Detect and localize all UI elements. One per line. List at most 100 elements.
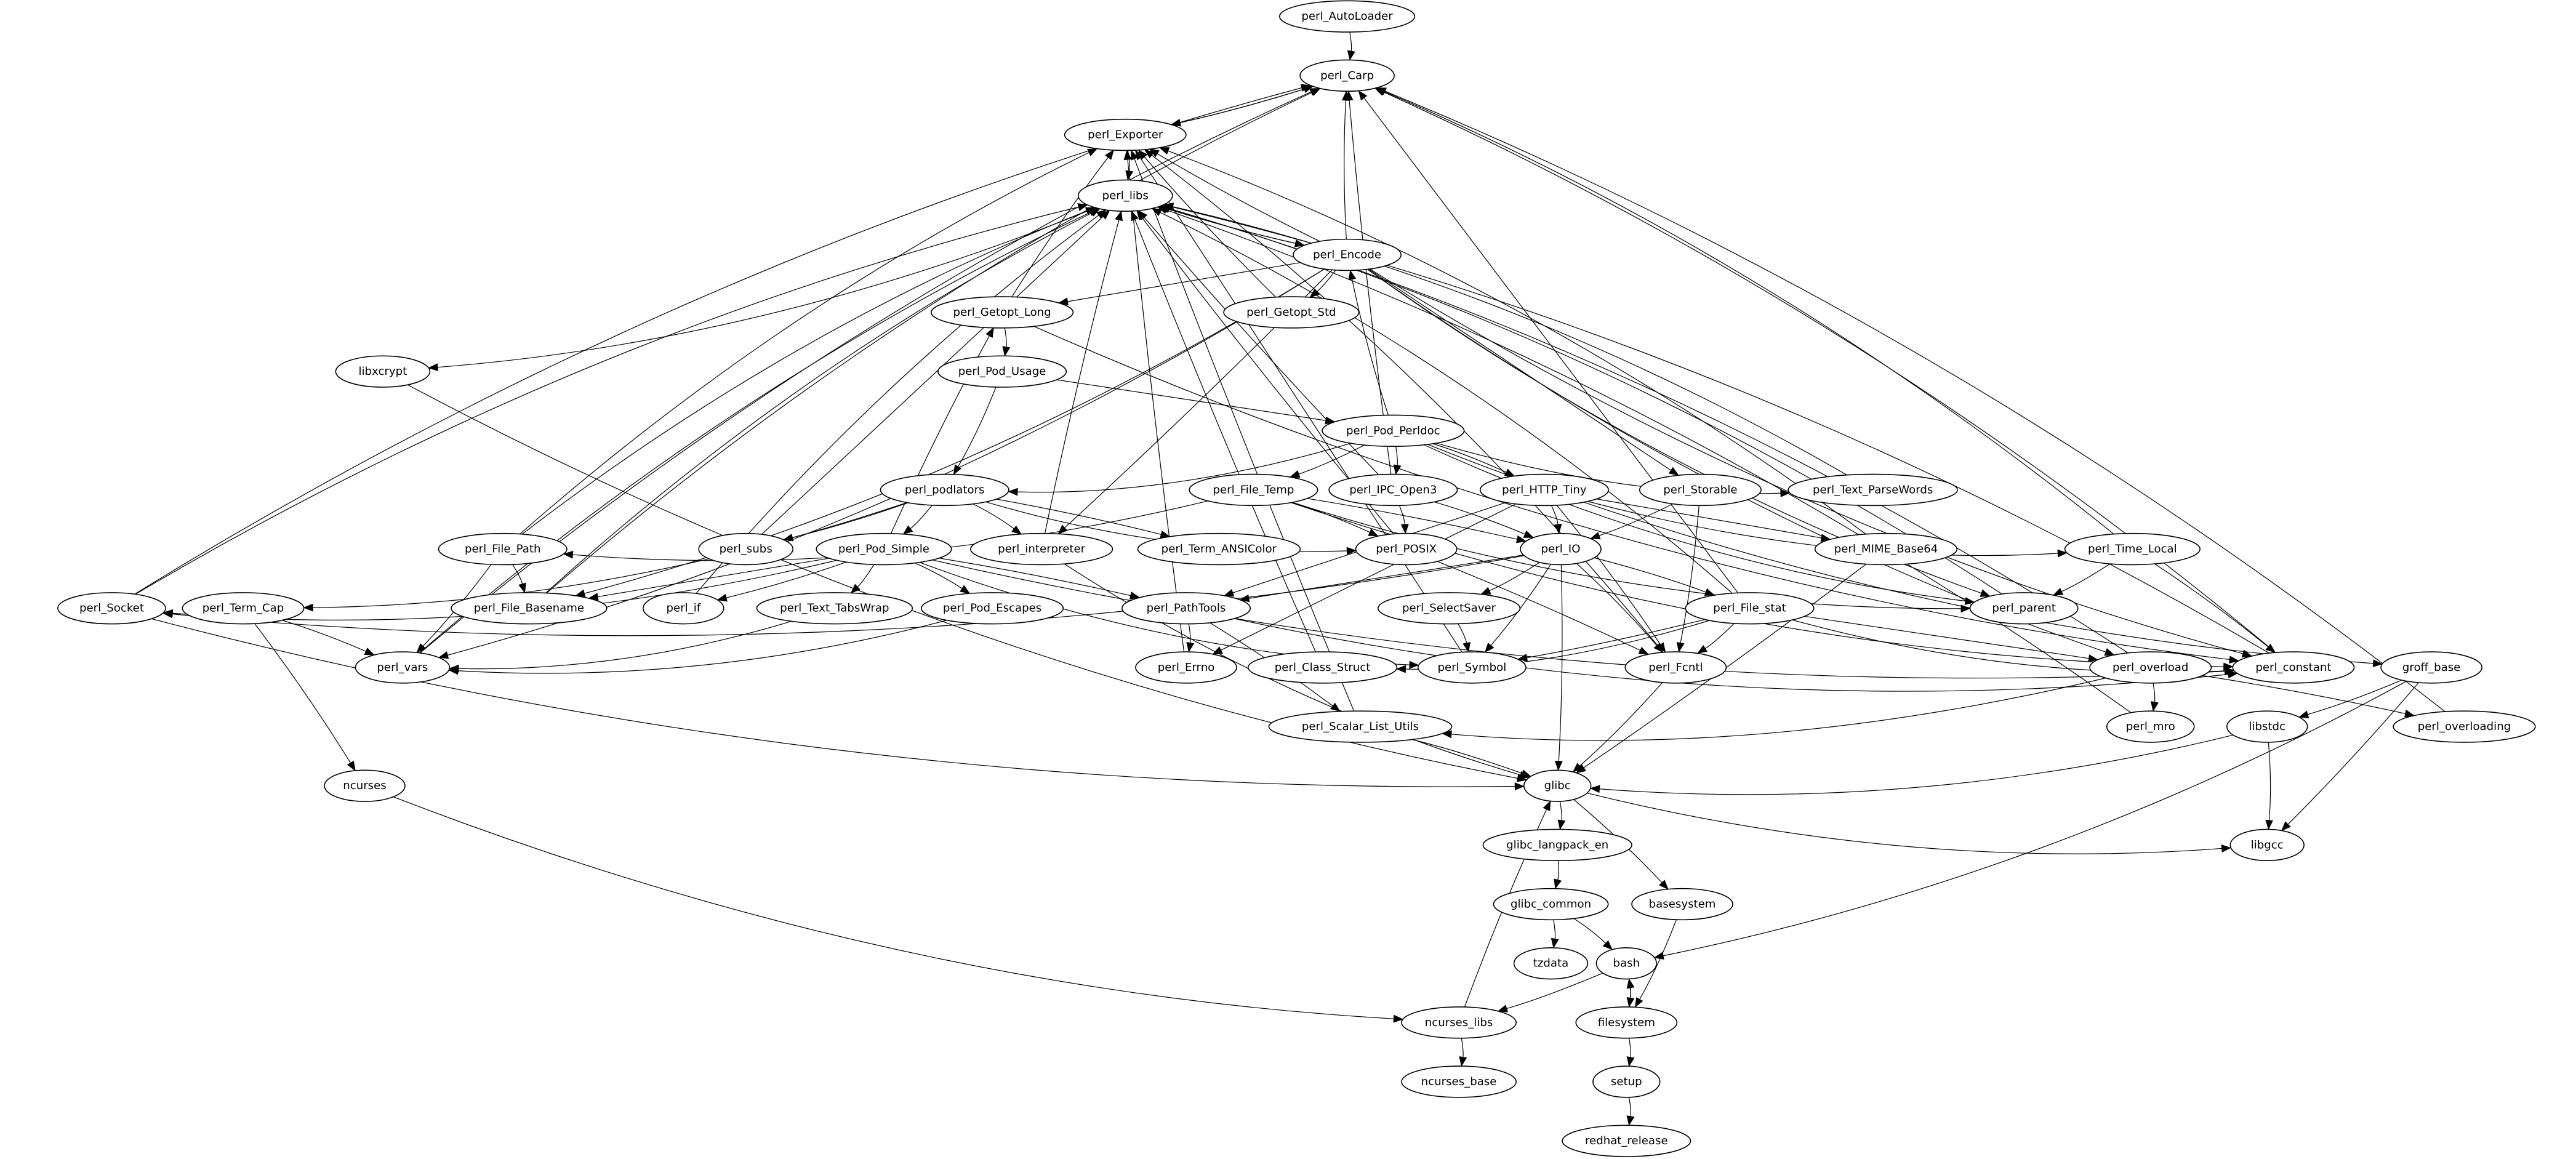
node-label: perl_Encode (1313, 248, 1381, 261)
edge-bash-to-ncurses_libs (1497, 973, 1603, 1013)
node-perl-pathtools[interactable]: perl_PathTools (1121, 592, 1251, 625)
node-ncurses[interactable]: ncurses (324, 769, 406, 802)
edge-perl_IO-to-glibc (1554, 564, 1563, 771)
node-perl-time-local[interactable]: perl_Time_Local (2064, 532, 2201, 566)
arrowhead-icon (1572, 763, 1583, 772)
edge-line (1168, 150, 1866, 535)
node-label: setup (1611, 1075, 1642, 1088)
node-shape (2229, 828, 2305, 862)
node-perl-http-tiny[interactable]: perl_HTTP_Tiny (1479, 473, 1609, 507)
node-perl-autoloader[interactable]: perl_AutoLoader (1279, 0, 1416, 33)
node-perl-pod-usage[interactable]: perl_Pod_Usage (937, 355, 1067, 388)
node-perl-parent[interactable]: perl_parent (1969, 592, 2079, 625)
node-perl-file-path[interactable]: perl_File_Path (438, 532, 568, 566)
node-ncurses-base[interactable]: ncurses_base (1401, 1065, 1517, 1098)
node-perl-exporter[interactable]: perl_Exporter (1064, 118, 1187, 151)
arrowhead-icon (1409, 660, 1419, 669)
edge-perl_Fcntl-to-perl_Exporter (1144, 149, 1664, 653)
node-perl-pod-escapes[interactable]: perl_Pod_Escapes (920, 592, 1064, 625)
node-glibc-common[interactable]: glibc_common (1493, 888, 1609, 921)
node-shape (1322, 414, 1465, 447)
node-perl-symbol[interactable]: perl_Symbol (1418, 651, 1527, 684)
node-perl-fcntl[interactable]: perl_Fcntl (1624, 651, 1727, 684)
edge-line (1171, 89, 1305, 126)
arrowhead-icon (1626, 978, 1635, 989)
node-shape (970, 532, 1113, 566)
edge-line (1579, 682, 1663, 766)
node-perl-socket[interactable]: perl_Socket (57, 592, 166, 625)
node-libxcrypt[interactable]: libxcrypt (335, 355, 431, 388)
node-redhat-release[interactable]: redhat_release (1562, 1125, 1691, 1157)
edge-perl_MIME_Base64-to-perl_Exporter (1159, 147, 1866, 535)
node-glibc[interactable]: glibc (1523, 769, 1592, 802)
node-perl-if[interactable]: perl_if (643, 592, 724, 625)
node-perl-getopt-long[interactable]: perl_Getopt_Long (930, 296, 1074, 329)
node-shape (1401, 1006, 1517, 1039)
arrowhead-icon (1100, 209, 1110, 220)
node-filesystem[interactable]: filesystem (1575, 1006, 1678, 1039)
node-ncurses-libs[interactable]: ncurses_libs (1401, 1006, 1517, 1039)
edge-line (1134, 158, 1355, 712)
node-groff-base[interactable]: groff_base (2380, 651, 2483, 684)
node-perl-class-struct[interactable]: perl_Class_Struct (1247, 651, 1398, 684)
node-perl-constant[interactable]: perl_constant (2232, 651, 2355, 684)
edge-line (520, 152, 1089, 534)
node-perl-file-temp[interactable]: perl_File_Temp (1189, 473, 1318, 507)
node-perl-interpreter[interactable]: perl_interpreter (970, 532, 1113, 566)
node-perl-scalar-list-utils[interactable]: perl_Scalar_List_Utils (1268, 710, 1453, 743)
node-perl-posix[interactable]: perl_POSIX (1355, 532, 1458, 566)
node-perl-file-basename[interactable]: perl_File_Basename (451, 592, 608, 625)
edge-line (1628, 1097, 1631, 1117)
edge-perl_Fcntl-to-glibc (1572, 682, 1663, 772)
node-perl-errno[interactable]: perl_Errno (1135, 651, 1237, 684)
node-perl-text-parsewords[interactable]: perl_Text_ParseWords (1788, 473, 1958, 507)
node-glibc-langpack-en[interactable]: glibc_langpack_en (1482, 828, 1632, 862)
node-label: ncurses (343, 779, 386, 792)
edge-line (1557, 860, 1559, 880)
arrowhead-icon (1186, 642, 1195, 653)
node-perl-podlators[interactable]: perl_podlators (880, 473, 1009, 507)
node-perl-pod-perldoc[interactable]: perl_Pod_Perldoc (1322, 414, 1465, 447)
arrowhead-icon (1131, 150, 1139, 161)
node-perl-subs[interactable]: perl_subs (698, 532, 794, 566)
node-perl-overloading[interactable]: perl_overloading (2393, 710, 2536, 743)
node-perl-term-cap[interactable]: perl_Term_Cap (182, 592, 305, 625)
node-perl-libs[interactable]: perl_libs (1077, 179, 1173, 212)
arrowhead-icon (1980, 589, 1991, 597)
edge-line (2061, 563, 2111, 592)
arrowhead-icon (1008, 487, 1018, 496)
node-shape (1137, 532, 1301, 566)
edge-perl_Pod_Perldoc-to-perl_IPC_Open3 (1393, 446, 1402, 475)
node-perl-selectsaver[interactable]: perl_SelectSaver (1377, 592, 1521, 625)
node-perl-overload[interactable]: perl_overload (2089, 651, 2212, 684)
node-libstdc[interactable]: libstdc (2226, 710, 2308, 743)
arrowhead-icon (2151, 701, 2159, 712)
edge-perl_Errno-to-perl_Exporter (1123, 150, 1185, 652)
arrowhead-icon (1653, 643, 1663, 653)
edge-line (1599, 734, 2234, 795)
edge-ncurses-to-ncurses_libs (393, 796, 1404, 1023)
node-tzdata[interactable]: tzdata (1513, 947, 1589, 980)
edge-perl_Pod_Perldoc-to-perl_Encode (1348, 270, 1389, 415)
node-perl-vars[interactable]: perl_vars (355, 651, 451, 684)
node-perl-getopt-std[interactable]: perl_Getopt_Std (1223, 296, 1360, 329)
node-perl-pod-simple[interactable]: perl_Pod_Simple (816, 532, 952, 566)
node-setup[interactable]: setup (1592, 1065, 1661, 1098)
node-libgcc[interactable]: libgcc (2229, 828, 2305, 862)
node-perl-text-tabswrap[interactable]: perl_Text_TabsWrap (756, 592, 913, 625)
node-perl-term-ansicolor[interactable]: perl_Term_ANSIColor (1137, 532, 1301, 566)
node-perl-mro[interactable]: perl_mro (2106, 710, 2195, 743)
arrowhead-icon (2224, 667, 2235, 675)
node-basesystem[interactable]: basesystem (1631, 888, 1733, 921)
node-perl-storable[interactable]: perl_Storable (1639, 473, 1762, 507)
node-perl-io[interactable]: perl_IO (1520, 532, 1602, 566)
node-perl-ipc-open3[interactable]: perl_IPC_Open3 (1328, 473, 1458, 507)
edge-perl_Term_Cap-to-ncurses (254, 623, 356, 772)
edge-perl_podlators-to-perl_Pod_Simple (902, 505, 933, 535)
node-perl-mime-base64[interactable]: perl_MIME_Base64 (1814, 532, 1958, 566)
node-bash[interactable]: bash (1595, 947, 1657, 980)
edge-line (2154, 563, 2269, 648)
node-perl-carp[interactable]: perl_Carp (1299, 59, 1395, 92)
node-perl-encode[interactable]: perl_Encode (1293, 238, 1402, 271)
node-perl-file-stat[interactable]: perl_File_stat (1685, 592, 1815, 625)
